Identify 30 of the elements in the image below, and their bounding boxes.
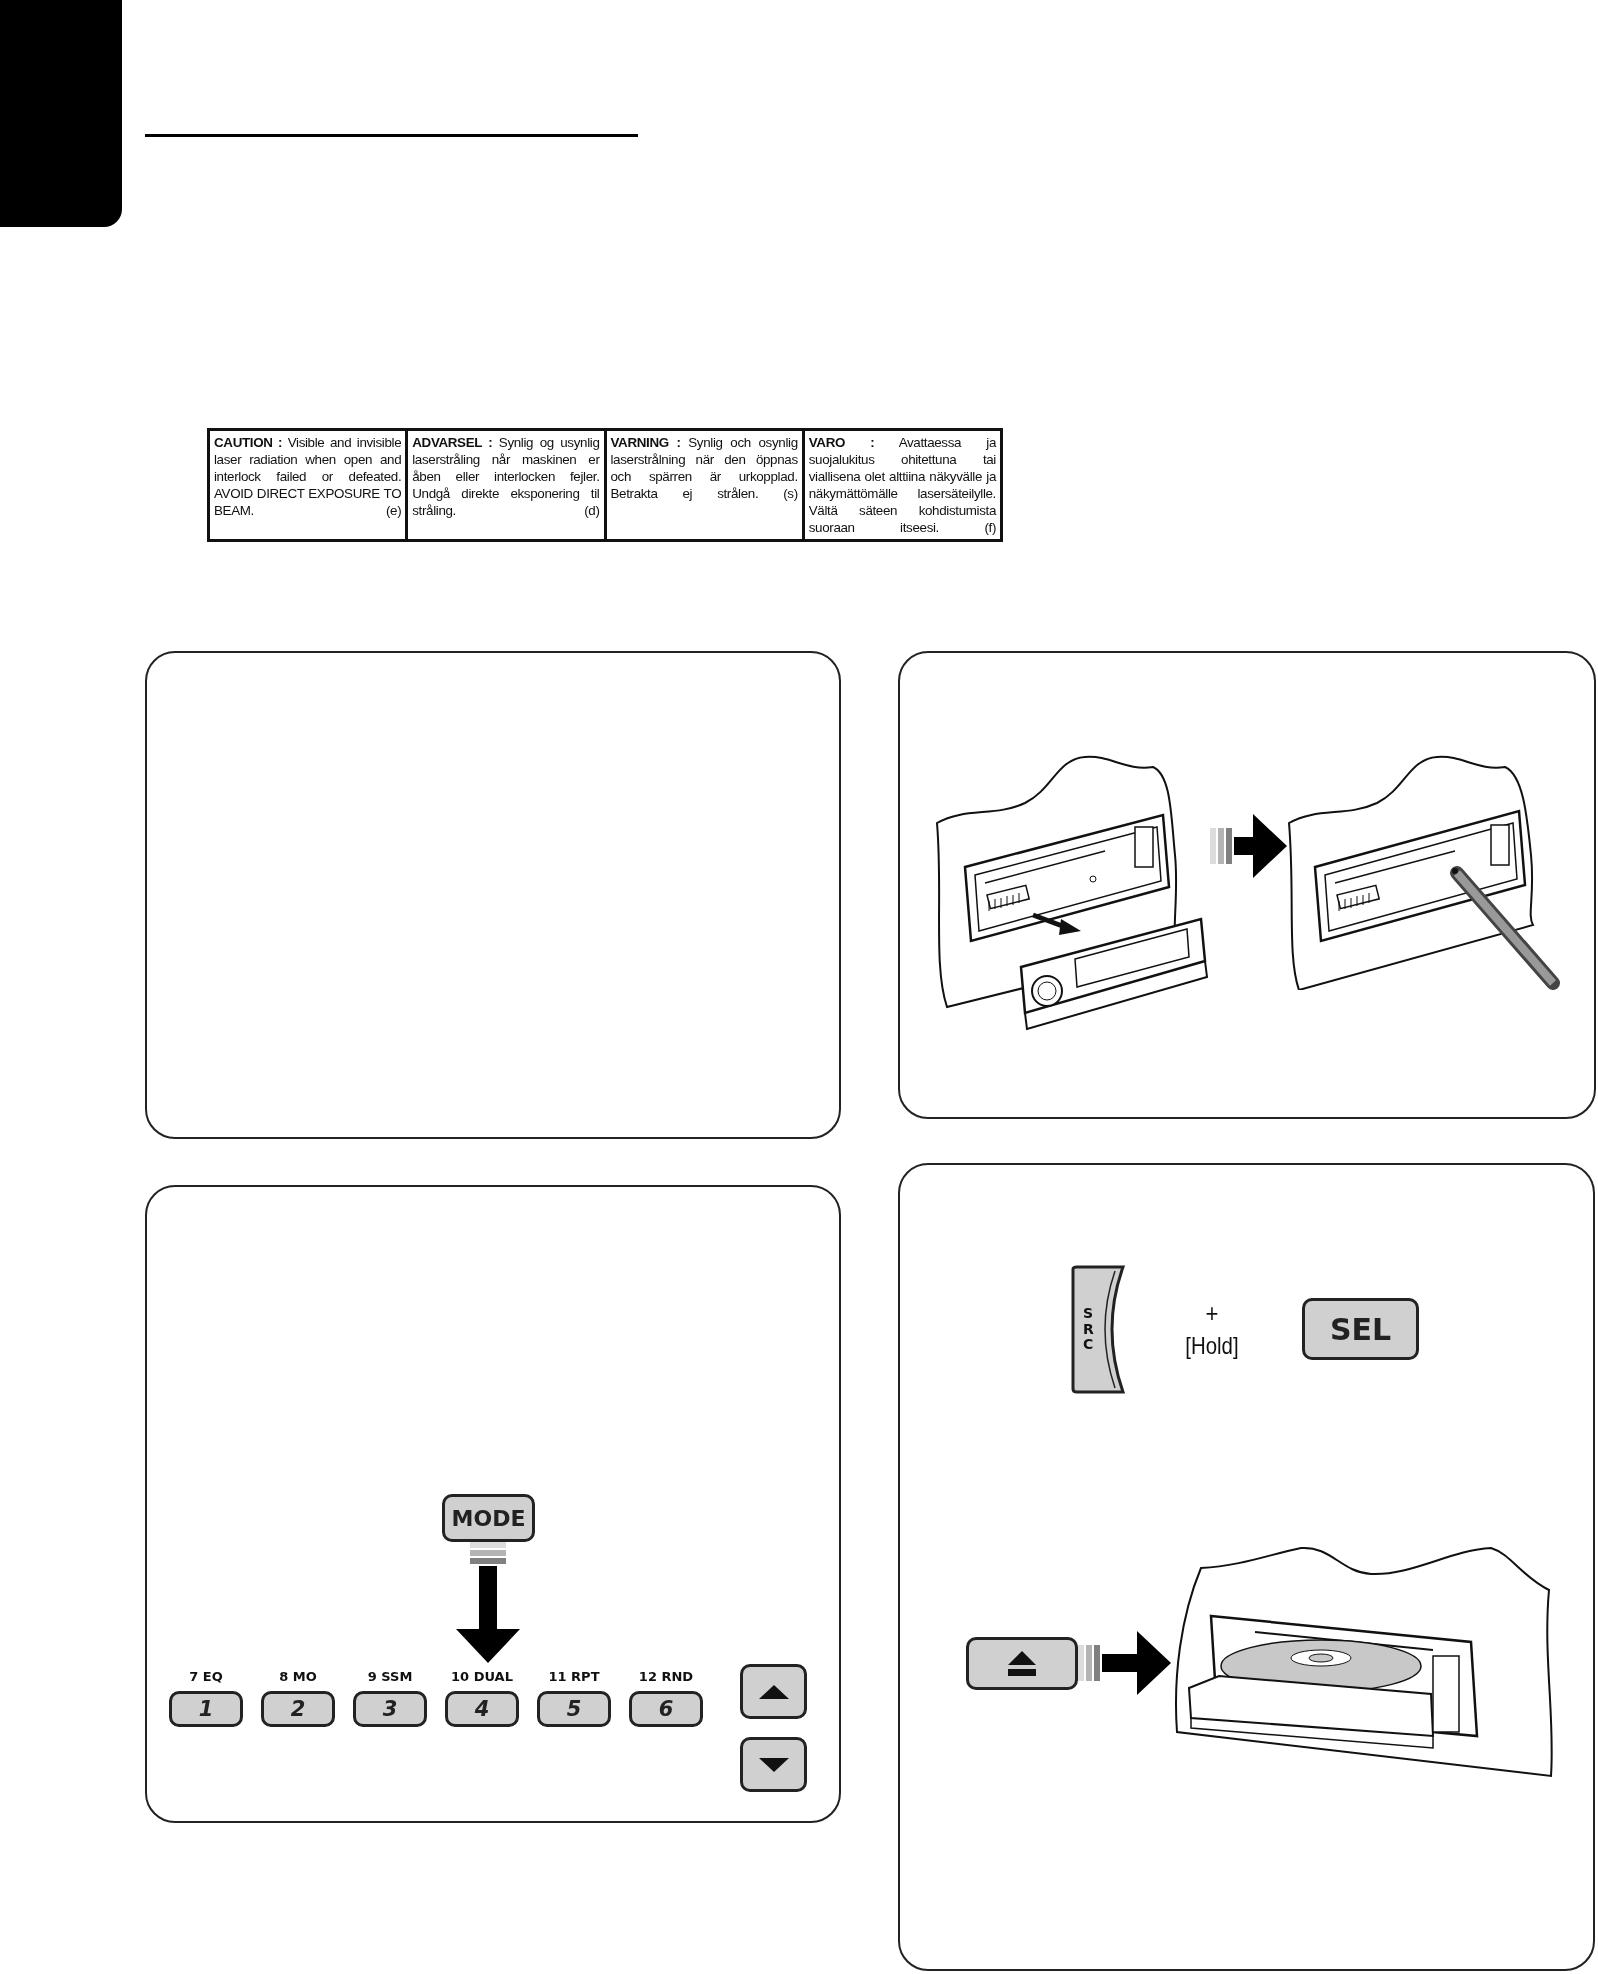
laser-warning-text: VARO : Avattaessa ja suojalukitus ohitettuna tai viallisena olet alttiina näkyvälle ja näkymättömälle lasersäteilylle. Vältä säteen kohdistumista suoraan itseesi. (f) (801, 431, 1000, 539)
number-button: 3 (353, 1691, 427, 1727)
instruction-panel (145, 1185, 841, 1823)
block-arrow (456, 1542, 520, 1663)
hold-instruction: [Hold] (1184, 1331, 1240, 1361)
eject-button (966, 1637, 1078, 1690)
laser-warning-text: VARNING : Synlig och osynlig laserstrålning när den öppnas och spärren är urkopplad. Betrakta ej strålen. (s) (603, 431, 802, 539)
laser-warning-text: CAUTION : Visible and invisible laser radiation when open and interlock failed or defeated. AVOID DIRECT EXPOSURE TO BEAM. (e) (213, 434, 403, 520)
button-function-label: 9 SSM (366, 1669, 414, 1684)
number-button: 6 (629, 1691, 703, 1727)
button-function-label: 7 EQ (188, 1669, 224, 1684)
instruction-panel (898, 651, 1596, 1119)
instruction-panel (145, 651, 841, 1139)
block-arrow (1210, 814, 1287, 878)
button-function-label: 11 RPT (547, 1669, 601, 1684)
number-button: 2 (261, 1691, 335, 1727)
sel-button: SEL (1302, 1298, 1419, 1360)
up-button (740, 1664, 807, 1719)
plus-sign: + (1204, 1300, 1220, 1326)
button-function-label: 12 RND (637, 1669, 695, 1684)
block-arrow (1078, 1631, 1171, 1695)
laser-warning-text: ADVARSEL : Synlig og usynlig laserstråling når maskinen er åben eller interlocken fejler. Undgå direkte eksponering til stråling. (d) (405, 431, 604, 539)
button-function-label: 10 DUAL (450, 1669, 514, 1684)
down-button (740, 1737, 807, 1792)
instruction-panel (898, 1163, 1595, 1971)
number-button: 1 (169, 1691, 243, 1727)
mode-button: MODE (442, 1494, 535, 1542)
number-button: 5 (537, 1691, 611, 1727)
button-function-label: 8 MO (278, 1669, 318, 1684)
number-button: 4 (445, 1691, 519, 1727)
